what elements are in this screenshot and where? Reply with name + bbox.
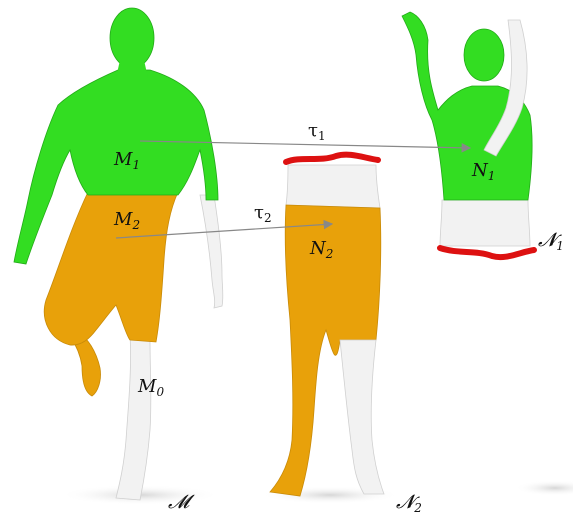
model-neck xyxy=(116,60,148,78)
n2-right-leg-white xyxy=(340,340,384,494)
partial-shape-n2 xyxy=(270,155,384,496)
n1-head xyxy=(464,29,504,81)
model-right-arm-white xyxy=(200,195,223,308)
model-m0-legs-white xyxy=(116,335,151,500)
floor-shadow-right xyxy=(515,480,573,496)
partial-shape-n1 xyxy=(402,12,534,257)
label-cal-n2: 𝓝2 xyxy=(396,491,422,515)
full-body-model xyxy=(14,8,223,500)
n1-boundary-bottom xyxy=(440,248,534,257)
label-tau1: τ1 xyxy=(308,120,326,143)
n2-pelvis-white xyxy=(286,165,380,208)
n2-boundary-top xyxy=(286,155,378,162)
label-m0: M0 xyxy=(137,376,164,399)
n1-lower-white xyxy=(440,200,530,246)
label-tau2: τ2 xyxy=(254,202,272,225)
model-head xyxy=(110,8,154,68)
label-cal-n1: 𝓝1 xyxy=(538,229,564,253)
model-m2-region-orange xyxy=(44,192,178,345)
